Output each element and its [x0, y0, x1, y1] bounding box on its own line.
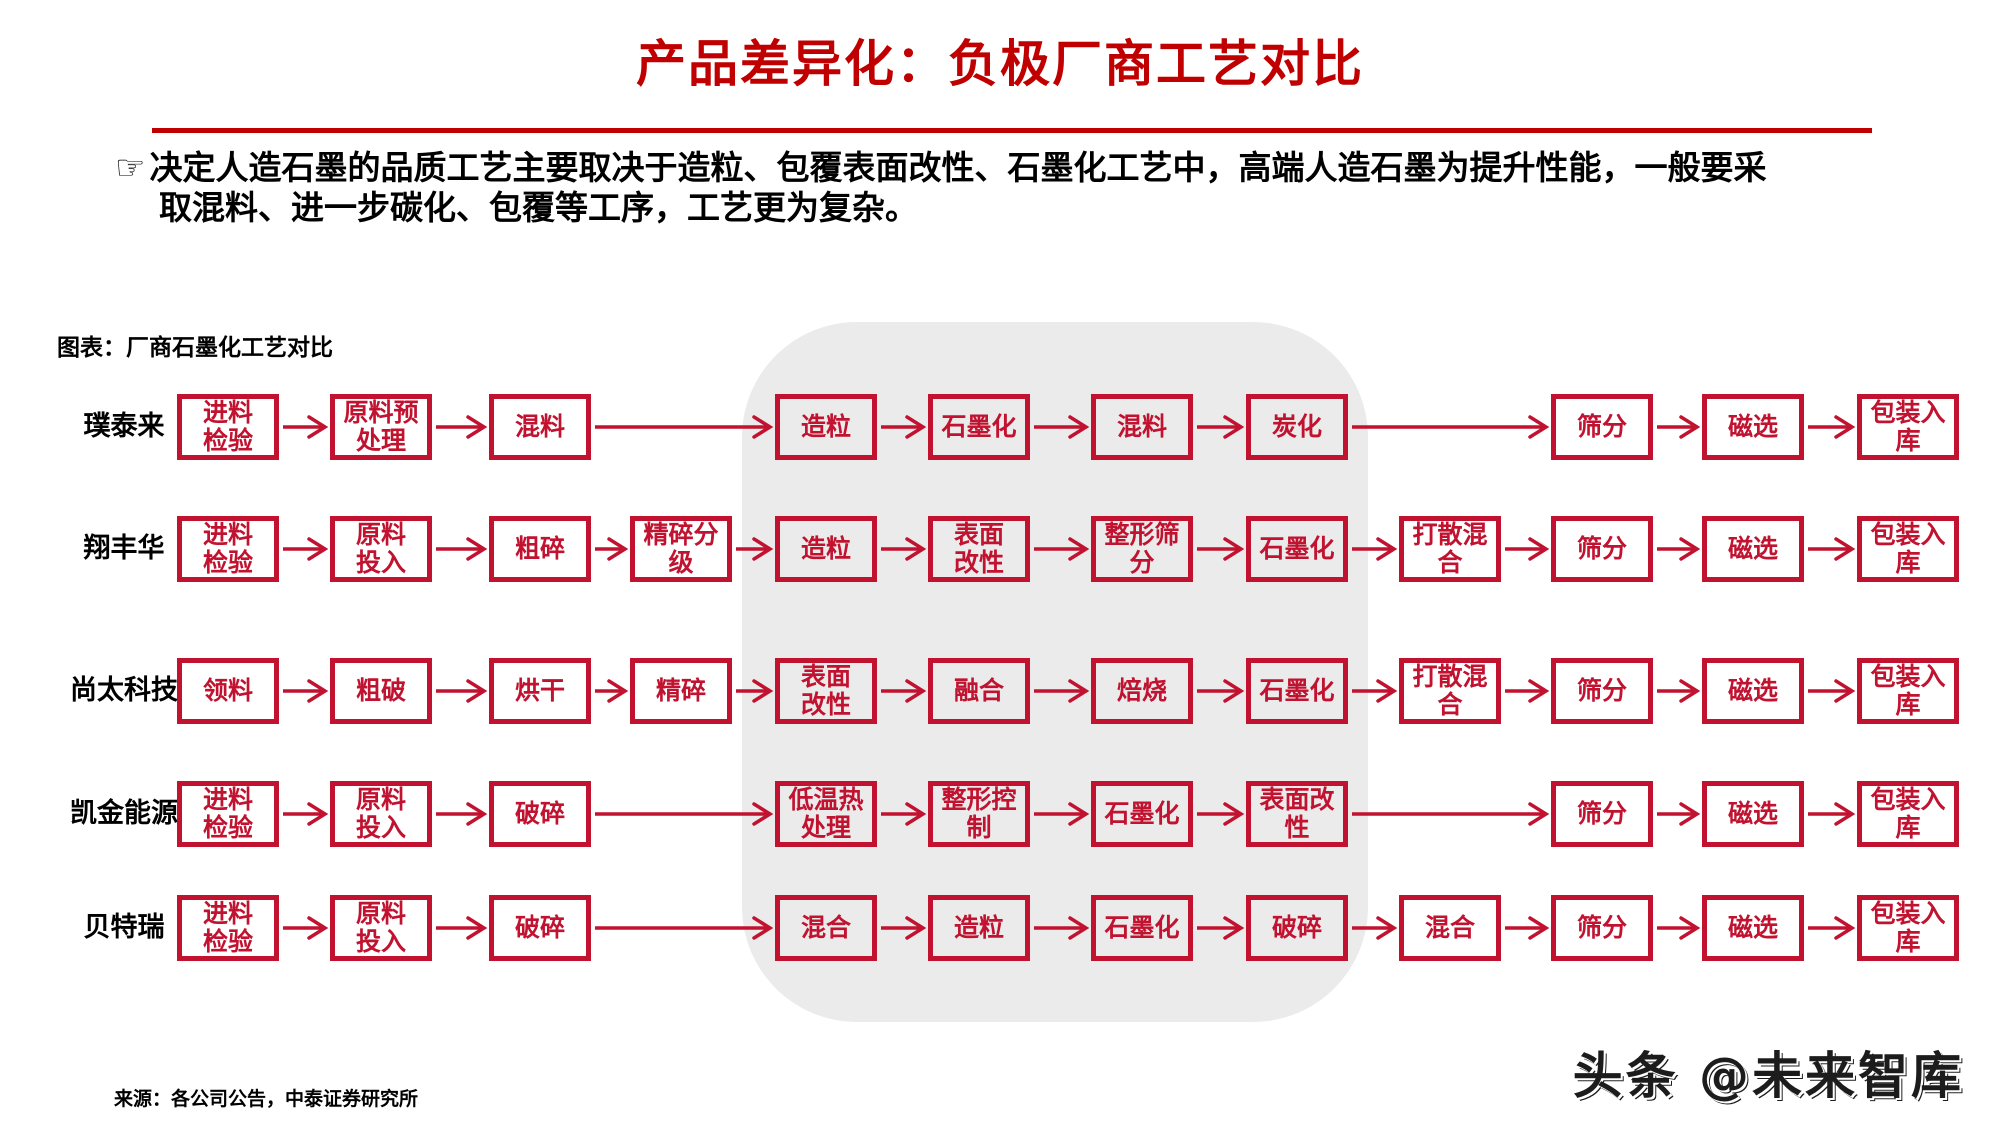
process-step-box: 进料检验 [177, 394, 279, 460]
process-step-box: 整形筛分 [1091, 516, 1193, 582]
intro-text: ☞决定人造石墨的品质工艺主要取决于造粒、包覆表面改性、石墨化工艺中，高端人造石墨… [115, 148, 1915, 228]
title-divider [152, 128, 1872, 133]
process-step-box: 破碎 [489, 895, 591, 961]
process-step-box: 筛分 [1551, 658, 1653, 724]
process-step-box: 包装入库 [1857, 781, 1959, 847]
process-step-box: 造粒 [928, 895, 1030, 961]
company-label: 凯金能源 [70, 798, 178, 829]
process-step-box: 包装入库 [1857, 394, 1959, 460]
company-label: 贝特瑞 [83, 912, 165, 943]
process-step-box: 石墨化 [1246, 516, 1348, 582]
process-step-box: 炭化 [1246, 394, 1348, 460]
process-step-box: 包装入库 [1857, 658, 1959, 724]
watermark: 头条 @未来智库 [1572, 1047, 1964, 1105]
process-step-box: 造粒 [775, 394, 877, 460]
process-step-box: 打散混合 [1399, 658, 1501, 724]
source-note: 来源：各公司公告，中泰证券研究所 [114, 1088, 419, 1110]
process-step-box: 进料检验 [177, 516, 279, 582]
process-step-box: 筛分 [1551, 394, 1653, 460]
process-step-box: 原料投入 [330, 895, 432, 961]
process-step-box: 进料检验 [177, 895, 279, 961]
figure-caption: 图表：厂商石墨化工艺对比 [57, 335, 333, 361]
process-step-box: 破碎 [489, 781, 591, 847]
process-step-box: 精碎分级 [630, 516, 732, 582]
process-step-box: 筛分 [1551, 516, 1653, 582]
process-step-box: 原料预处理 [330, 394, 432, 460]
company-label: 璞泰来 [83, 411, 165, 442]
process-step-box: 原料投入 [330, 516, 432, 582]
process-step-box: 包装入库 [1857, 516, 1959, 582]
process-step-box: 烘干 [489, 658, 591, 724]
process-step-box: 磁选 [1702, 781, 1804, 847]
process-step-box: 磁选 [1702, 394, 1804, 460]
process-step-box: 破碎 [1246, 895, 1348, 961]
process-step-box: 筛分 [1551, 895, 1653, 961]
graphitization-highlight-region [742, 322, 1368, 1022]
intro-line-1-text: 决定人造石墨的品质工艺主要取决于造粒、包覆表面改性、石墨化工艺中，高端人造石墨为… [149, 148, 1767, 187]
process-step-box: 领料 [177, 658, 279, 724]
process-step-box: 混料 [1091, 394, 1193, 460]
process-step-box: 石墨化 [1091, 895, 1193, 961]
process-step-box: 整形控制 [928, 781, 1030, 847]
process-step-box: 造粒 [775, 516, 877, 582]
process-step-box: 表面改性 [775, 658, 877, 724]
process-step-box: 包装入库 [1857, 895, 1959, 961]
process-step-box: 混合 [1399, 895, 1501, 961]
process-step-box: 粗碎 [489, 516, 591, 582]
process-step-box: 混合 [775, 895, 877, 961]
process-step-box: 石墨化 [1091, 781, 1193, 847]
process-step-box: 石墨化 [1246, 658, 1348, 724]
process-step-box: 表面改性 [928, 516, 1030, 582]
process-step-box: 筛分 [1551, 781, 1653, 847]
intro-line-2: 取混料、进一步碳化、包覆等工序，工艺更为复杂。 [159, 188, 918, 227]
process-step-box: 粗破 [330, 658, 432, 724]
process-step-box: 磁选 [1702, 658, 1804, 724]
process-step-box: 石墨化 [928, 394, 1030, 460]
process-step-box: 磁选 [1702, 516, 1804, 582]
company-label: 翔丰华 [83, 533, 165, 564]
intro-line-1: ☞决定人造石墨的品质工艺主要取决于造粒、包覆表面改性、石墨化工艺中，高端人造石墨… [115, 148, 1915, 188]
process-step-box: 融合 [928, 658, 1030, 724]
process-step-box: 低温热处理 [775, 781, 877, 847]
process-step-box: 焙烧 [1091, 658, 1193, 724]
company-label: 尚太科技 [70, 675, 178, 706]
process-step-box: 混料 [489, 394, 591, 460]
pointing-hand-icon: ☞ [115, 148, 146, 188]
process-step-box: 磁选 [1702, 895, 1804, 961]
process-step-box: 原料投入 [330, 781, 432, 847]
process-step-box: 进料检验 [177, 781, 279, 847]
page-title: 产品差异化：负极厂商工艺对比 [636, 35, 1364, 93]
process-step-box: 精碎 [630, 658, 732, 724]
process-step-box: 打散混合 [1399, 516, 1501, 582]
process-step-box: 表面改性 [1246, 781, 1348, 847]
